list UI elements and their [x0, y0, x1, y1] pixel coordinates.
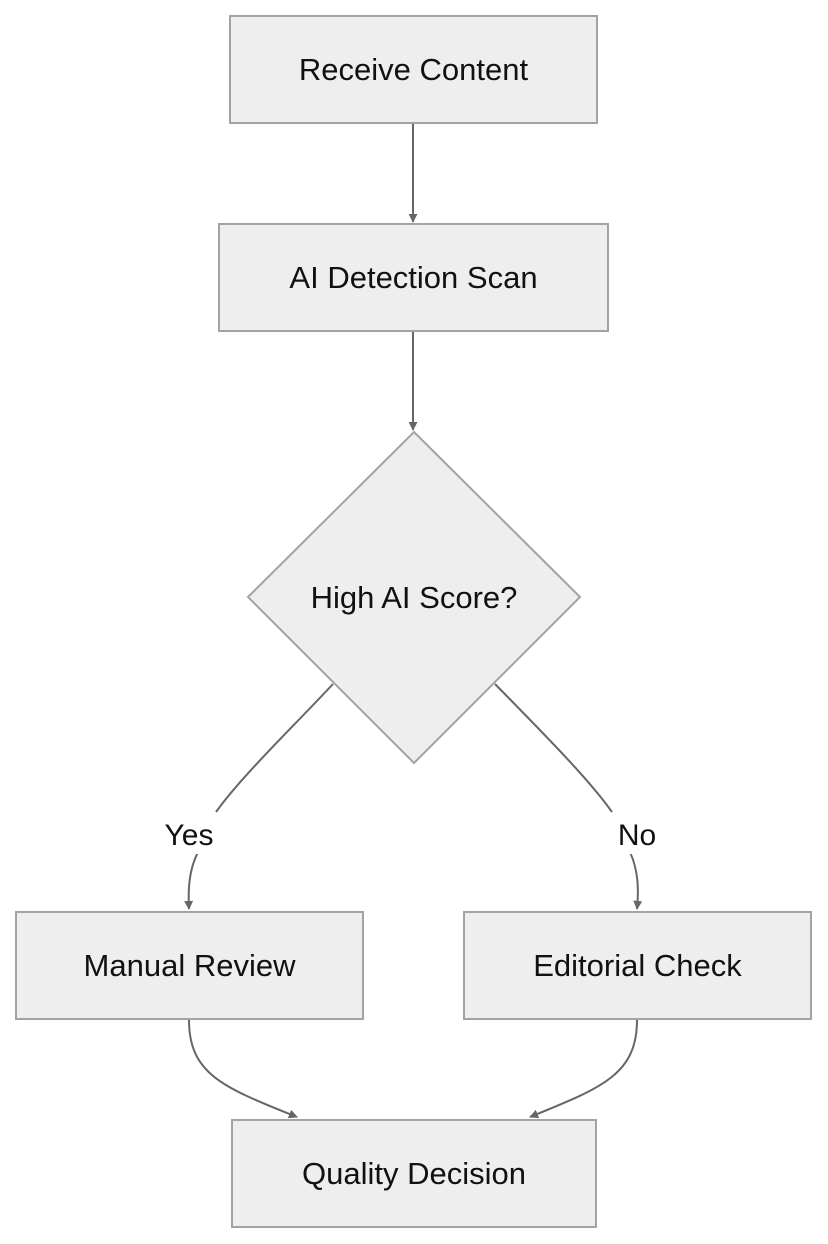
edge-label-yes: Yes	[162, 818, 216, 854]
node-ai-detection-scan: AI Detection Scan	[218, 223, 609, 332]
node-receive-content: Receive Content	[229, 15, 598, 124]
edge-manual-to-quality	[188, 1019, 298, 1119]
edge-editorial-to-quality	[529, 1019, 638, 1119]
node-quality-decision-label: Quality Decision	[302, 1155, 526, 1191]
node-high-ai-score-decision: High AI Score?	[248, 432, 580, 763]
node-receive-content-label: Receive Content	[298, 51, 529, 87]
node-manual-review-label: Manual Review	[83, 947, 296, 983]
edge-decision-to-editorial	[494, 683, 638, 909]
decision-diamond-shape	[246, 430, 582, 765]
node-quality-decision: Quality Decision	[231, 1119, 597, 1228]
node-high-ai-score-label: High AI Score?	[310, 579, 518, 615]
edge-decision-to-manual	[189, 683, 334, 909]
node-ai-detection-scan-label: AI Detection Scan	[289, 259, 538, 295]
node-manual-review: Manual Review	[15, 911, 364, 1020]
edge-label-no: No	[615, 818, 659, 854]
node-editorial-check: Editorial Check	[463, 911, 812, 1020]
node-editorial-check-label: Editorial Check	[533, 947, 742, 983]
